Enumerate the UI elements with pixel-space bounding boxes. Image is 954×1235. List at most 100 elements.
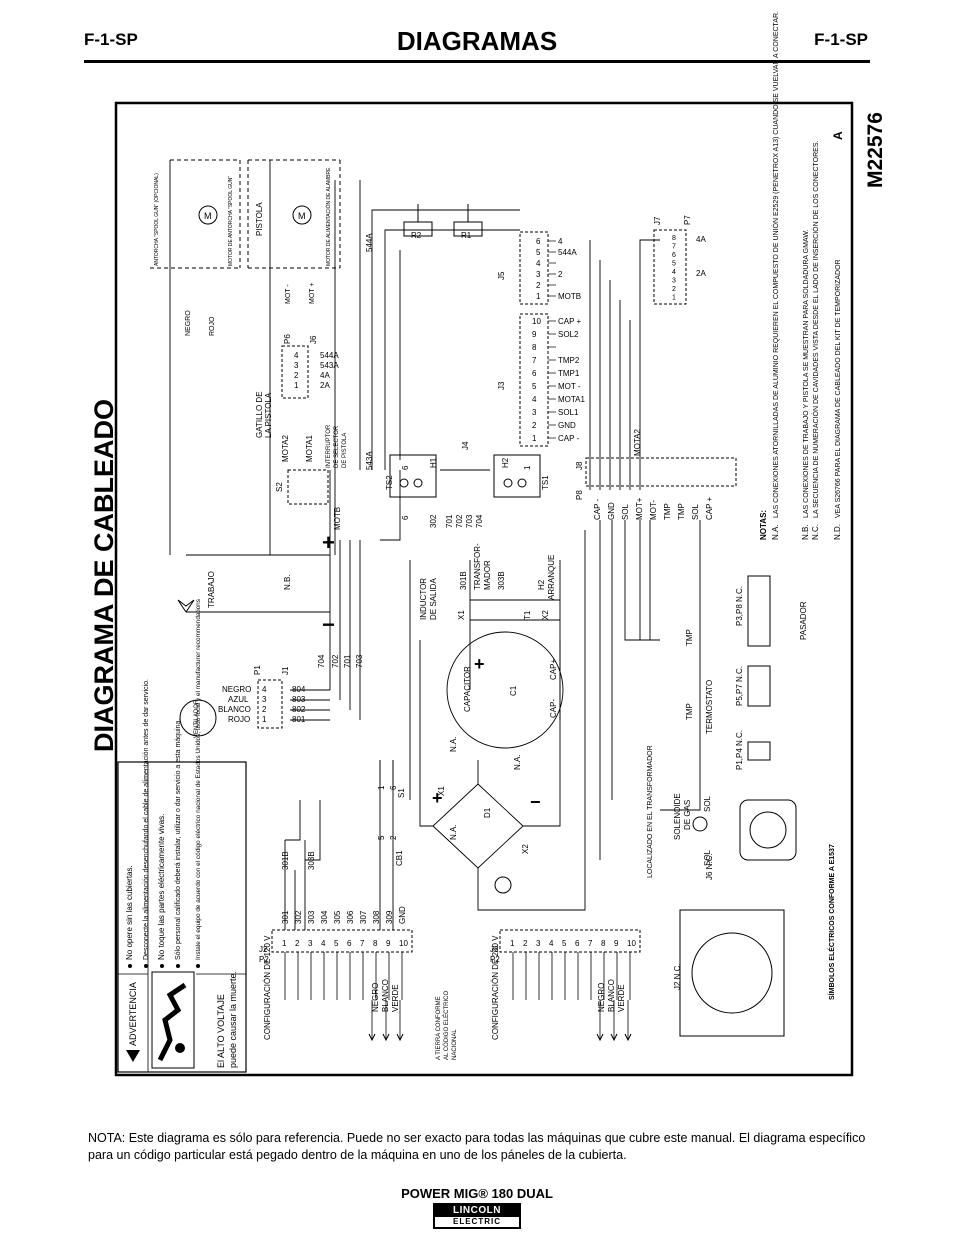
j2-wire-label: 303: [307, 910, 316, 924]
svg-text:MOTA2: MOTA2: [281, 434, 290, 462]
svg-text:NEGRO: NEGRO: [371, 983, 380, 1012]
j5-pin: 2: [536, 281, 541, 290]
svg-text:T1: T1: [523, 610, 532, 620]
svg-text:LA PISTOLA: LA PISTOLA: [264, 392, 273, 438]
svg-text:3: 3: [262, 695, 267, 704]
p2-pin-7: 7: [360, 939, 365, 948]
svg-text:TERMOSTATO: TERMOSTATO: [705, 680, 714, 734]
p2-pin-230-6: 6: [575, 939, 580, 948]
svg-text:803: 803: [292, 695, 306, 704]
svg-text:VERDE: VERDE: [617, 984, 626, 1012]
p2-pin-230-1: 1: [510, 939, 515, 948]
svg-text:2A: 2A: [696, 269, 706, 278]
svg-text:N.B.: N.B.: [283, 574, 292, 590]
logo-bottom-text: ELECTRIC: [453, 1217, 501, 1226]
p2-pin-6: 6: [347, 939, 352, 948]
rect-minus-icon: −: [530, 792, 541, 812]
terminal-strip-ts: [389, 454, 541, 498]
svg-text:X1: X1: [457, 610, 466, 620]
svg-text:X2: X2: [541, 610, 550, 620]
svg-text:J3: J3: [497, 381, 506, 390]
svg-text:1: 1: [294, 381, 299, 390]
solenoid-icon: [692, 816, 708, 832]
svg-text:INDUCTOR: INDUCTOR: [419, 578, 428, 620]
svg-text:J2 N.C.: J2 N.C.: [673, 963, 682, 990]
svg-text:LAS CONEXIONES DE TRABAJO Y PI: LAS CONEXIONES DE TRABAJO Y PISTOLA SE M…: [803, 229, 810, 518]
svg-text:ANTORCHA "SPOOL GUN" (OPCIONAL: ANTORCHA "SPOOL GUN" (OPCIONAL): [154, 173, 160, 266]
svg-text:2: 2: [262, 705, 267, 714]
svg-text:ARRANQUE: ARRANQUE: [547, 555, 556, 600]
svg-text:NOTAS:: NOTAS:: [759, 510, 768, 540]
svg-text:R2: R2: [411, 231, 422, 240]
j3-wire-label: TMP2: [558, 356, 580, 365]
svg-text:CB1: CB1: [395, 850, 404, 866]
svg-text:CAP+: CAP+: [549, 659, 558, 680]
shock-hazard-icon: [151, 971, 195, 1069]
svg-text:TRABAJO: TRABAJO: [207, 571, 216, 608]
svg-text:TMP: TMP: [685, 703, 694, 720]
page-code-right: F-1-SP: [814, 30, 868, 49]
j2-wire-label: 309: [385, 910, 394, 924]
ground-note: A TIERRA CONFORME AL CÓDIGO ELÉCTRICO NA…: [436, 991, 458, 1060]
svg-text:SOLENOIDE: SOLENOIDE: [673, 793, 682, 840]
connector-face-labels: P1,P4 N.C. P5,P7 N.C. P3,P8 N.C. PASADOR…: [673, 586, 836, 1000]
svg-text:LOCALIZADO EN EL TRANSFORMADOR: LOCALIZADO EN EL TRANSFORMADOR: [647, 745, 654, 878]
svg-text:MADOR: MADOR: [483, 560, 492, 590]
svg-text:J8: J8: [575, 461, 584, 470]
diagram-frame: [114, 101, 854, 1077]
svg-text:TMP: TMP: [685, 629, 694, 646]
warning-bullet-5: Instale el equipo de acuerdo con el códi…: [195, 599, 202, 960]
svg-text:DE SALIDA: DE SALIDA: [429, 578, 438, 620]
svg-text:AZUL: AZUL: [228, 695, 249, 704]
motor-boxes: [150, 159, 341, 269]
revision-letter: A: [831, 131, 845, 140]
svg-text:N.A.: N.A.: [771, 524, 780, 540]
svg-text:4A: 4A: [320, 371, 330, 380]
rectifier-labels: D1 X1 X2 N.A. N.A.: [437, 754, 530, 854]
svg-text:1: 1: [377, 785, 386, 790]
svg-text:H2: H2: [537, 579, 546, 590]
svg-text:303B: 303B: [307, 851, 316, 870]
p2-label-120: P2: [259, 955, 269, 964]
j3-wire-label: SOL2: [558, 330, 579, 339]
j3-wire-label: MOTA1: [558, 395, 586, 404]
svg-text:6: 6: [389, 785, 398, 790]
svg-text:DE SELECTOR: DE SELECTOR: [334, 425, 340, 468]
warning-bullet-4: Sólo personal calificado deberá instalar…: [175, 719, 182, 960]
svg-text:VENTILADOR: VENTILADOR: [194, 699, 200, 738]
inductor-labels: INDUCTOR DE SALIDA: [419, 578, 438, 620]
svg-text:5: 5: [377, 835, 386, 840]
svg-text:2: 2: [389, 835, 398, 840]
svg-text:MOTA2: MOTA2: [633, 428, 642, 456]
svg-text:MOTOR DE ANTORCHA "SPOOL GUN": MOTOR DE ANTORCHA "SPOOL GUN": [228, 176, 234, 266]
svg-text:4: 4: [294, 351, 299, 360]
svg-text:543A: 543A: [365, 451, 374, 470]
p2-pin-3: 3: [308, 939, 313, 948]
svg-text:R1: R1: [461, 231, 472, 240]
svg-text:P1: P1: [253, 665, 262, 675]
warning-voltage-line2: puede causar la muerte.: [228, 971, 238, 1068]
j5-wire-label: 4: [558, 237, 563, 246]
p2-pin-230-9: 9: [614, 939, 619, 948]
j2-wire-label: GND: [398, 906, 407, 924]
j7-pin: 2: [672, 286, 676, 293]
j3-pin: 1: [532, 434, 537, 443]
j2-wire-label: 305: [333, 910, 342, 924]
p2-pin-230-2: 2: [523, 939, 528, 948]
svg-text:TRANSFOR-: TRANSFOR-: [473, 543, 482, 590]
gun-trigger-connector: GATILLO DE LA PISTOLA P6 J6 4 3 2 1 544A…: [255, 334, 339, 438]
notes-block: NOTAS: N.A. LAS CONEXIONES ATORNILLADAS …: [759, 11, 842, 540]
svg-text:J7: J7: [653, 216, 662, 225]
header-rule: [84, 60, 870, 63]
svg-text:6: 6: [401, 515, 410, 520]
j8-wire-label: MOT-: [649, 500, 658, 520]
svg-text:801: 801: [292, 715, 306, 724]
j8-wire-label: TMP: [677, 503, 686, 520]
svg-text:A TIERRA CONFORME: A TIERRA CONFORME: [436, 996, 442, 1060]
svg-text:703: 703: [465, 514, 474, 528]
p2-pin-230-5: 5: [562, 939, 567, 948]
j5-wire-label: 544A: [558, 248, 577, 257]
